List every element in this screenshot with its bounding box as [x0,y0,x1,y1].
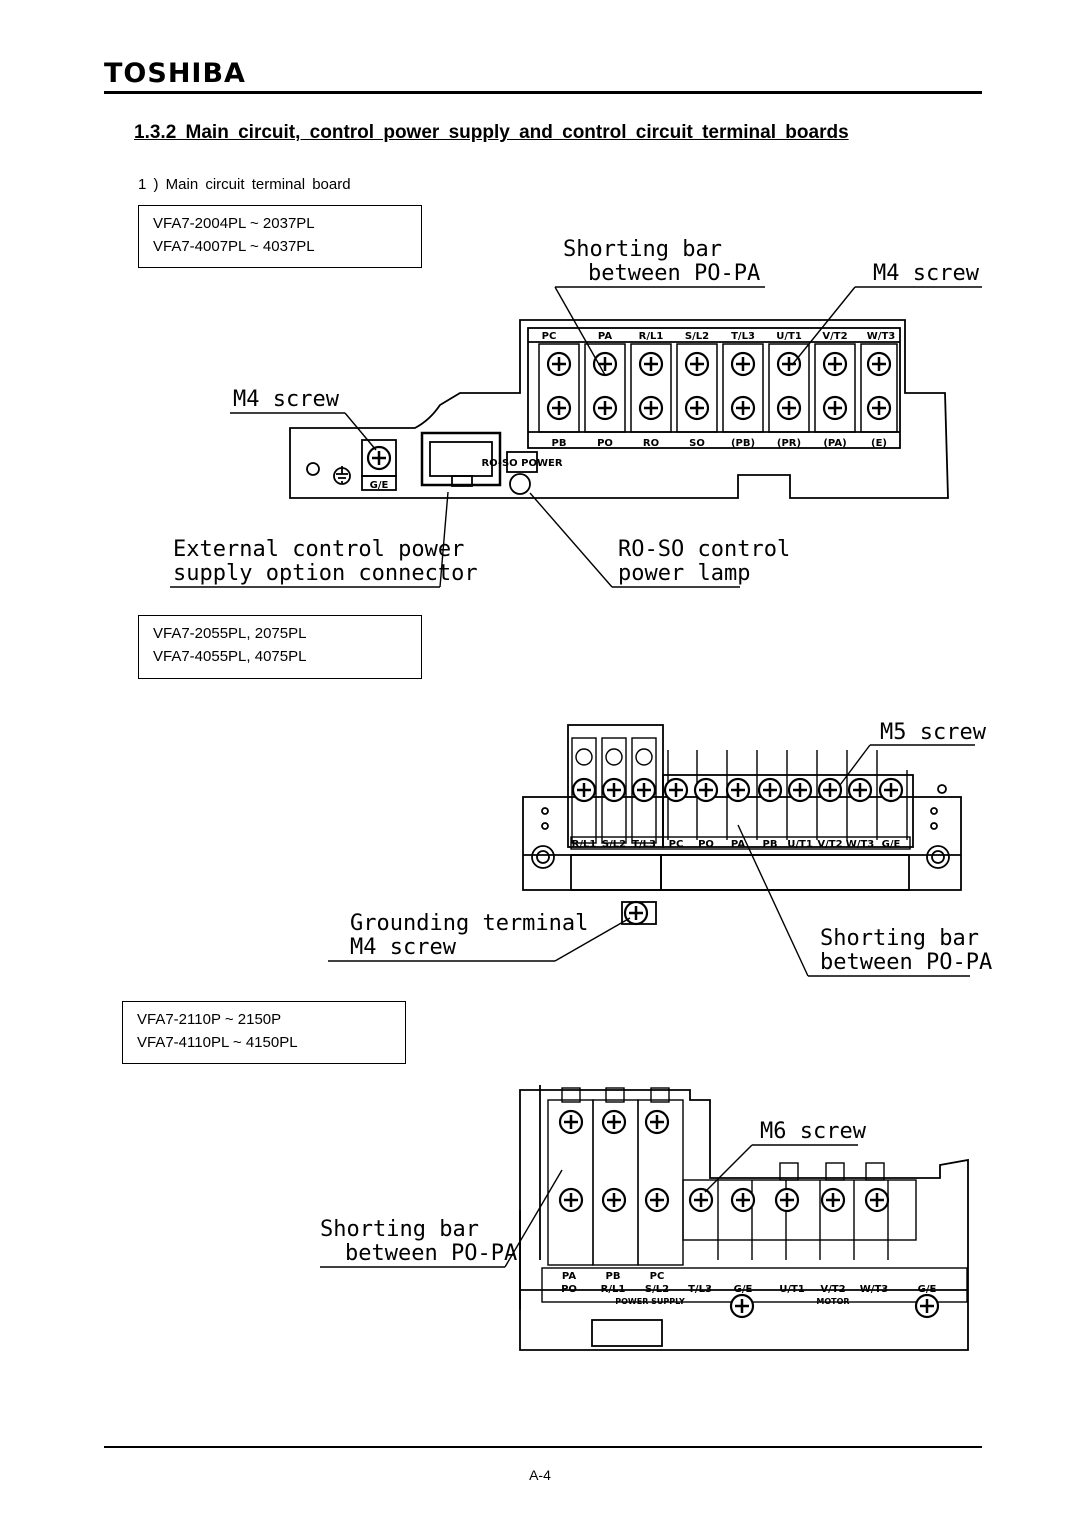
model-line: VFA7-2004PL ~ 2037PL [153,215,315,232]
figure-3-board [519,1085,969,1351]
lamp-label-2: power lamp [618,561,750,586]
terminal-label: T/L3 [731,331,755,342]
m6-screw-label: M6 screw [760,1119,867,1144]
model-box-1: VFA7-2004PL ~ 2037PL VFA7-4007PL ~ 4037P… [138,205,422,268]
terminal-label: R/L1 [572,839,597,850]
shorting-bar-label: Shorting bar [820,926,979,951]
figure-3-annotations: M6 screw Shorting bar between PO-PA [320,1119,867,1268]
terminal-label: G/E [734,1284,753,1295]
terminal-label: V/T2 [820,1284,845,1295]
terminal-label: (PR) [777,438,801,449]
footer-rule [104,1446,982,1448]
terminal-label: S/L2 [645,1284,669,1295]
figure-2-terminals: R/L1 S/L2 T/L3 PC PO PA PB U/T1 V/T2 W/T… [570,737,911,926]
sub-heading: 1 ) Main circuit terminal board [138,176,351,193]
terminal-label: V/T2 [822,331,847,342]
m5-screw-label: M5 screw [880,720,987,745]
terminal-label: PC [650,1271,665,1282]
terminal-label: PA [562,1271,576,1282]
terminal-label: S/L2 [602,839,626,850]
terminal-label: W/T3 [846,839,875,850]
terminal-label: PO [561,1284,577,1295]
terminal-label: G/E [882,839,901,850]
model-box-3: VFA7-2110P ~ 2150P VFA7-4110PL ~ 4150PL [122,1001,406,1064]
shorting-bar-label-2: between PO-PA [345,1241,517,1266]
header-rule [104,91,982,94]
terminal-label: PO [597,438,613,449]
ro-so-power-label: RO-SO POWER [481,458,562,469]
terminal-label: U/T1 [787,839,813,850]
terminal-label: S/L2 [685,331,709,342]
ground-icon [729,1293,755,1319]
terminal-label: U/T1 [779,1284,805,1295]
shorting-bar-label-2: between PO-PA [820,950,992,975]
terminal-label: PB [606,1271,621,1282]
model-line: VFA7-2110P ~ 2150P [137,1011,282,1028]
terminal-label: W/T3 [867,331,896,342]
ground-screw-icon [623,900,649,926]
figure-1-annotations: Shorting bar between PO-PA M4 screw M4 s… [170,237,982,588]
terminal-label: T/L3 [688,1284,712,1295]
motor-label: MOTOR [816,1297,849,1306]
terminal-label: PB [763,839,778,850]
model-box-2: VFA7-2055PL, 2075PL VFA7-4055PL, 4075PL [138,615,422,679]
model-line: VFA7-4110PL ~ 4150PL [137,1034,298,1051]
terminal-label: PA [598,331,612,342]
terminal-label: (PA) [823,438,846,449]
ext-connector-label-2: supply option connector [173,561,478,586]
shorting-bar-label: Shorting bar [320,1217,479,1242]
lamp-label: RO-SO control [618,537,790,562]
terminal-label: PC [542,331,557,342]
model-line: VFA7-2055PL, 2075PL [153,625,307,642]
model-line: VFA7-4055PL, 4075PL [153,648,307,665]
terminal-label: R/L1 [601,1284,626,1295]
terminal-label: G/E [918,1284,937,1295]
shorting-bar-label-2: between PO-PA [588,261,760,286]
terminal-label: V/T2 [817,839,842,850]
power-supply-label: POWER SUPPLY [615,1297,685,1306]
ext-connector-label: External control power [173,537,464,562]
terminal-label: PC [669,839,684,850]
terminal-label: U/T1 [776,331,802,342]
ground-icon [914,1293,940,1319]
brand-logo: TOSHIBA [104,58,246,89]
figure-2-board [522,724,962,891]
grounding-screw-label: M4 screw [350,935,457,960]
figure-1-terminals: PC PA R/L1 S/L2 T/L3 U/T1 V/T2 W/T3 PB P… [370,331,898,491]
m4-screw-top-label: M4 screw [873,261,980,286]
ge-label: G/E [370,480,389,491]
model-line: VFA7-4007PL ~ 4037PL [153,238,315,255]
terminal-label: T/L3 [632,839,656,850]
grounding-terminal-label: Grounding terminal [350,911,588,936]
section-title: 1.3.2 Main circuit, control power supply… [134,122,849,143]
m4-screw-left-label: M4 screw [233,387,340,412]
shorting-bar-label: Shorting bar [563,237,722,262]
terminal-label: RO [643,438,659,449]
terminal-label: R/L1 [639,331,664,342]
terminal-label: SO [689,438,705,449]
figure-1-board [289,319,949,499]
figure-2-annotations: M5 screw Grounding terminal M4 screw Sho… [328,720,992,977]
terminal-label: PA [731,839,745,850]
terminal-label: W/T3 [860,1284,889,1295]
terminal-label: PB [552,438,567,449]
terminal-label: PO [698,839,714,850]
figure-3-terminals: PA PB PC PO R/L1 S/L2 T/L3 G/E U/T1 V/T2… [541,1087,968,1319]
terminal-label: (PB) [731,438,755,449]
ground-screw-icon [366,445,392,471]
terminal-label: (E) [871,438,887,449]
page-number: A-4 [529,1467,551,1483]
